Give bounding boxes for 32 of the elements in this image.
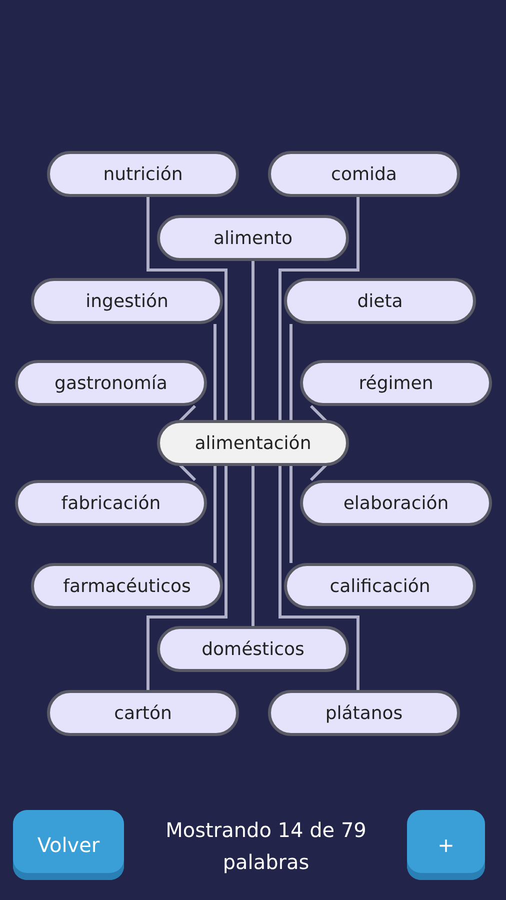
connector-line [252, 466, 254, 626]
word-pill: gastronomía [15, 360, 207, 406]
connector-line [146, 466, 228, 690]
connector-line [178, 404, 196, 422]
word-pill: ingestión [31, 278, 223, 324]
connector-line [310, 464, 328, 482]
word-pill: comida [268, 151, 460, 197]
connector-line [290, 466, 292, 563]
connector-line [278, 466, 360, 690]
connector-line [146, 197, 228, 420]
status-text: Mostrando 14 de 79 palabras [164, 817, 368, 876]
word-pill: nutrición [47, 151, 239, 197]
word-pill: cartón [47, 690, 239, 736]
connector-line [310, 404, 328, 422]
word-pill: farmacéuticos [31, 563, 223, 609]
connector-line [178, 464, 196, 482]
connector-line [252, 261, 254, 420]
word-pill: dieta [284, 278, 476, 324]
word-pill: alimento [157, 215, 349, 261]
add-button: + [407, 810, 485, 880]
connector-line [290, 324, 292, 420]
connector-line [214, 466, 216, 563]
word-pill: elaboración [300, 480, 492, 526]
word-pill: fabricación [15, 480, 207, 526]
back-button: Volver [13, 810, 124, 880]
word-pill: plátanos [268, 690, 460, 736]
central-word-pill: alimentación [157, 420, 349, 466]
word-pill: régimen [300, 360, 492, 406]
word-pill: domésticos [157, 626, 349, 672]
connector-line [278, 197, 360, 420]
word-pill: calificación [284, 563, 476, 609]
connector-line [214, 324, 216, 420]
